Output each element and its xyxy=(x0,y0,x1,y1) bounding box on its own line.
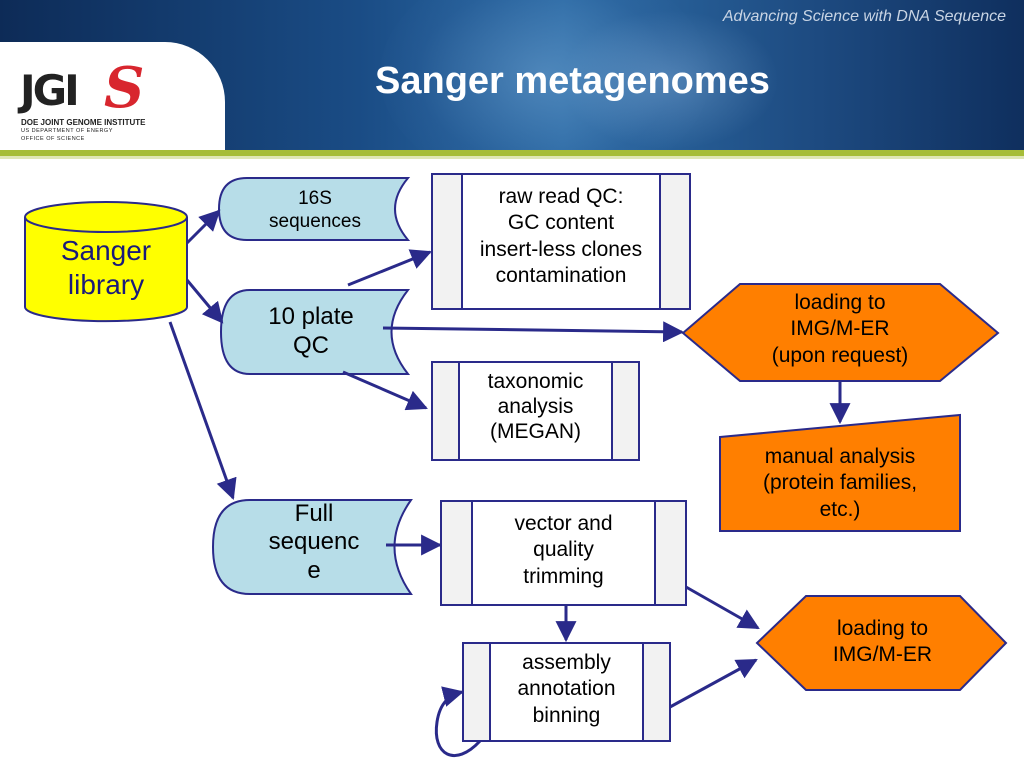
jgi-logo-swirl: S xyxy=(104,55,145,121)
edge-library-to-plateqc xyxy=(185,279,224,324)
loading-request-label: loading to IMG/M-ER (upon request) xyxy=(771,291,909,367)
logo-office: OFFICE OF SCIENCE xyxy=(21,136,85,142)
taxonomic-shape xyxy=(431,361,640,461)
edge-plateqc-to-loading xyxy=(382,321,685,343)
manual-analysis-label: manual analysis (protein families, etc.) xyxy=(762,445,918,521)
sanger-library-label: Sanger library xyxy=(60,235,152,300)
manual-analysis-shape xyxy=(719,413,961,532)
taxonomic-label: taxonomic analysis (MEGAN) xyxy=(487,370,584,444)
edge-vector-to-loading xyxy=(685,585,760,630)
seq16s-shape xyxy=(217,177,411,241)
sanger-library-shape xyxy=(24,201,188,323)
loading-request-shape xyxy=(681,283,1000,382)
assembly-label: assembly annotation binning xyxy=(517,651,616,727)
edge-assembly-loop xyxy=(434,686,482,757)
edge-library-to-16s xyxy=(185,209,221,245)
assembly-shape xyxy=(462,642,671,742)
logo-department: US DEPARTMENT OF ENERGY xyxy=(21,128,113,134)
raw-read-qc-shape xyxy=(431,173,691,310)
plate-qc-shape xyxy=(219,289,411,375)
edge-assembly-to-loading xyxy=(669,658,758,709)
slide-title: Sanger metagenomes xyxy=(375,60,770,102)
loading-img-shape xyxy=(755,595,1008,691)
edge-library-to-fullseq xyxy=(168,321,237,500)
jgi-logo-text: JGI xyxy=(20,66,80,115)
loading-img-label: loading to IMG/M-ER xyxy=(832,617,933,667)
vector-trimming-label: vector and quality trimming xyxy=(514,512,613,588)
header-stripe xyxy=(0,150,1024,156)
edge-plateqc-to-rawqc xyxy=(347,249,432,287)
edge-plateqc-to-taxonomic xyxy=(342,370,428,411)
full-sequence-label: Full sequenc e xyxy=(268,500,360,584)
header-stripe-light xyxy=(0,156,1024,159)
tagline: Advancing Science with DNA Sequence xyxy=(722,8,1006,25)
logo-panel xyxy=(0,42,225,150)
seq16s-label: 16S sequences xyxy=(269,188,361,232)
raw-read-qc-label: raw read QC: GC content insert-less clon… xyxy=(479,185,643,287)
logo-org-name: DOE JOINT GENOME INSTITUTE xyxy=(21,118,146,127)
full-sequence-shape xyxy=(211,499,413,595)
plate-qc-label: 10 plate QC xyxy=(268,303,354,359)
